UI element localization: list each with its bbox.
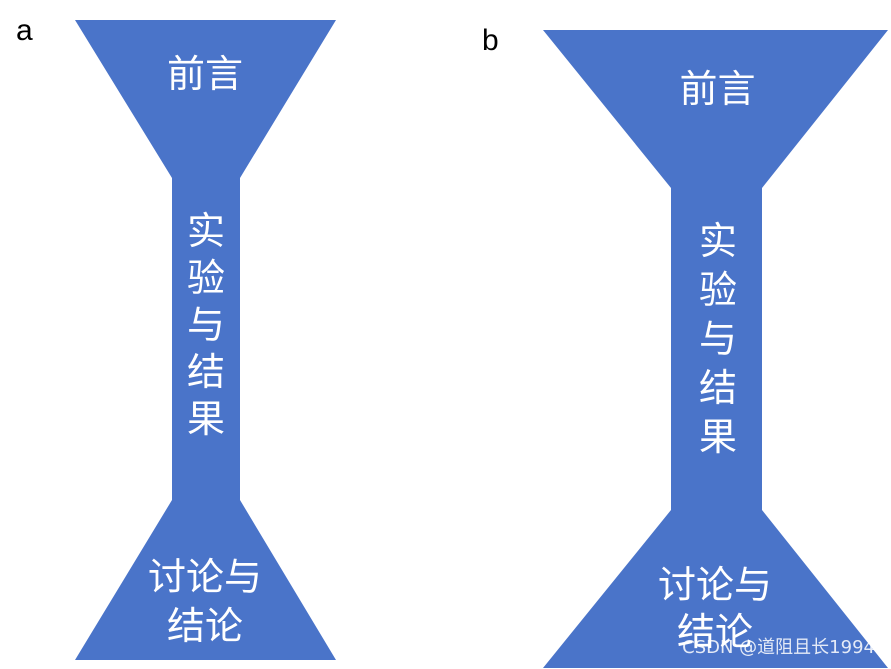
csdn-watermark: CSDN @道阻且长1994 — [682, 637, 875, 658]
panel-b-middle-char: 与 — [698, 317, 737, 361]
panel-b-middle-char: 结 — [698, 366, 737, 410]
panel-a-middle-text: 实 验 与 结 果 — [172, 212, 240, 438]
panel-a-middle-char: 验 — [186, 256, 225, 300]
panel-b-bottom-text-line1: 讨论与 — [657, 563, 772, 607]
panel-b-middle-char: 果 — [698, 415, 737, 459]
panel-a-hourglass-shape — [75, 20, 336, 660]
panel-b-middle-text: 实 验 与 结 果 — [683, 222, 753, 456]
panel-a-middle-char: 实 — [186, 209, 225, 253]
panel-b-top-text: 前言 — [679, 67, 756, 111]
panel-a-middle-char: 结 — [186, 350, 225, 394]
panel-b-label: b — [482, 24, 499, 57]
panel-a-bottom-text-line2: 结论 — [166, 604, 243, 648]
panel-b-middle-char: 实 — [698, 219, 737, 263]
panel-a-middle-char: 果 — [186, 397, 225, 441]
panel-b-middle-char: 验 — [698, 268, 737, 312]
panel-b-bottom-text-line2: 结论 — [676, 610, 753, 654]
panel-a-top-text: 前言 — [166, 52, 243, 96]
panel-b-hourglass-shape — [543, 30, 888, 668]
panel-a-label: a — [16, 14, 33, 47]
panel-a-middle-char: 与 — [186, 303, 225, 347]
panel-a-bottom-text-line1: 讨论与 — [147, 555, 262, 599]
